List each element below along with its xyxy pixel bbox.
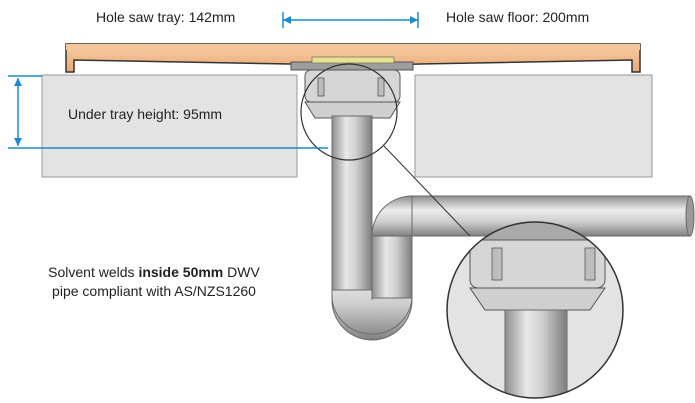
note-prefix: Solvent welds (48, 264, 139, 280)
magnified-view (447, 222, 623, 398)
drain-gasket (311, 56, 395, 64)
vertical-pipe (331, 115, 373, 297)
concrete-slab-left (41, 74, 298, 178)
concrete-slab-right (414, 74, 653, 178)
detail-circle (300, 63, 398, 161)
note-suffix: DWV (223, 264, 260, 280)
detail-leader-line (383, 145, 471, 237)
trap-riser (371, 231, 413, 299)
note-line2: pipe compliant with AS/NZS1260 (52, 283, 256, 299)
hole-saw-floor-label: Hole saw floor: 200mm (446, 9, 590, 25)
hole-saw-tray-label: Hole saw tray: 142mm (96, 9, 236, 25)
note-bold: inside 50mm (138, 264, 224, 280)
solvent-weld-note: Solvent welds inside 50mm DWV pipe compl… (20, 263, 288, 301)
under-tray-height-label: Under tray height: 95mm (68, 106, 223, 122)
